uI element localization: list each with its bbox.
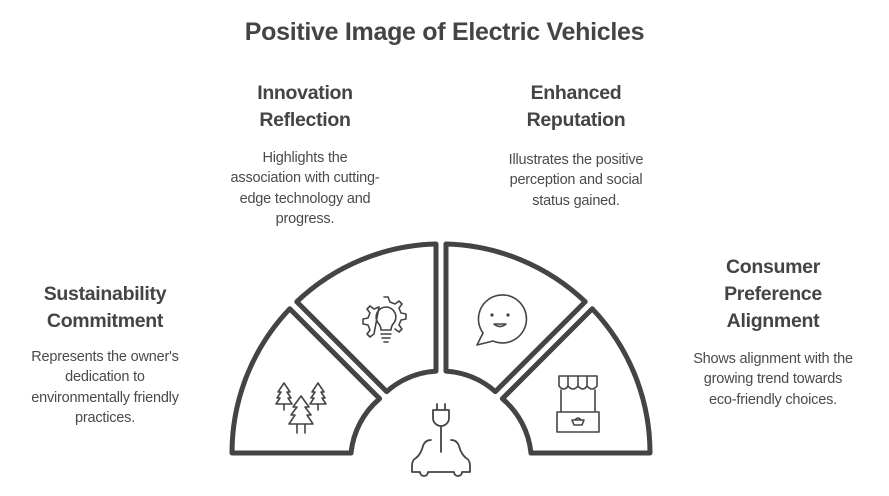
heading-line: Preference — [724, 283, 822, 305]
smiling-speech-bubble-icon — [476, 294, 528, 346]
body-line: Highlights the — [262, 150, 348, 166]
sector-consumer — [499, 306, 653, 456]
item-description: Highlights the association with cutting-e… — [185, 148, 425, 229]
body-line: growing trend towards — [703, 371, 843, 388]
heading-line: Innovation — [257, 82, 353, 104]
body-line: perception and social — [509, 172, 643, 189]
sector-sustainability — [229, 306, 383, 456]
body-line: dedication to — [65, 369, 145, 386]
heading-line: Commitment — [46, 310, 164, 332]
sector-innovation — [294, 241, 439, 395]
body-line: practices. — [74, 409, 136, 426]
body-line: eco-friendly choices. — [709, 391, 837, 408]
heading-line: Consumer — [725, 256, 821, 278]
body-line: Represents the owner's — [31, 349, 179, 365]
diagram-title: Positive Image of Electric Vehicles — [244, 18, 645, 46]
electric-car-plug-icon — [411, 403, 471, 477]
market-stall-icon — [556, 375, 600, 433]
heading-line: Reputation — [526, 109, 626, 131]
heading-line: Enhanced — [530, 82, 622, 104]
body-line: status gained. — [532, 192, 620, 209]
sector-reputation — [443, 241, 588, 395]
heading-line: Sustainability — [43, 283, 167, 305]
body-line: Shows alignment with the — [693, 351, 853, 367]
item-description: Illustrates the positive perception and s… — [456, 150, 696, 211]
body-line: association with cutting- — [230, 170, 380, 187]
body-line: environmentally friendly — [31, 389, 179, 406]
heading-line: Reflection — [259, 109, 351, 131]
body-line: edge technology and — [239, 190, 371, 207]
body-line: progress. — [275, 210, 335, 227]
trees-icon — [275, 382, 327, 434]
item-description: Shows alignment with the growing trend to… — [653, 349, 889, 410]
heading-line: Alignment — [726, 310, 820, 332]
item-description: Represents the owner's dedication to envir… — [0, 347, 225, 428]
lightbulb-gear-icon — [362, 296, 407, 343]
body-line: Illustrates the positive — [508, 152, 644, 168]
